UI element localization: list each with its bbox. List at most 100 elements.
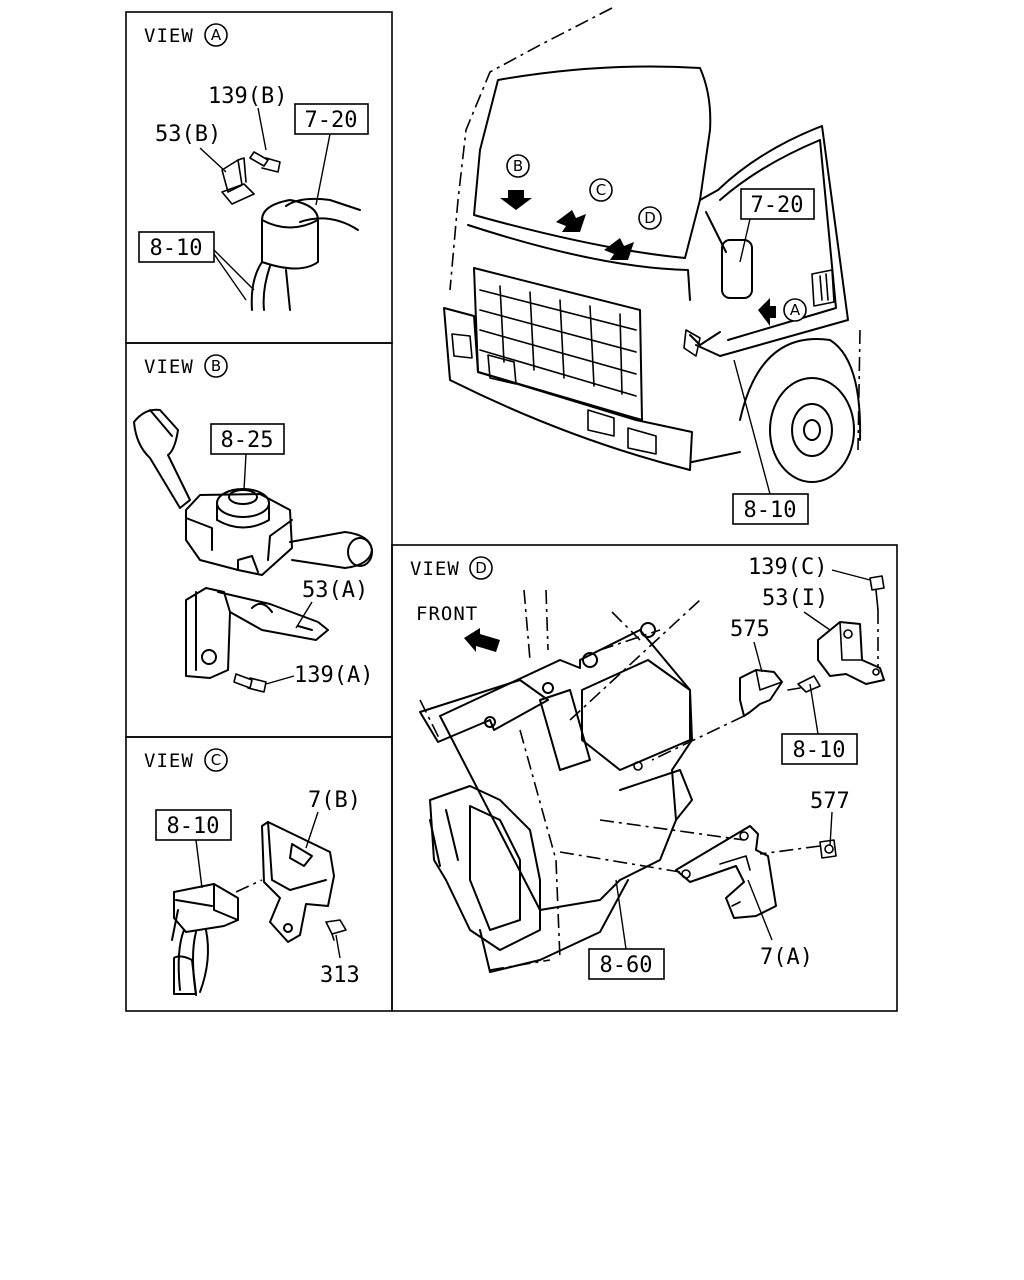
bolt-139b: [249, 151, 281, 173]
windshield: [473, 65, 712, 259]
view-a-letter-circle: [204, 23, 228, 47]
callout-139b: 139(B): [208, 84, 287, 109]
cab-outline: [449, 7, 613, 291]
leader: [213, 249, 255, 301]
emblem-icon: [811, 269, 835, 307]
leader: [733, 359, 771, 495]
body-outline: [569, 599, 701, 721]
step: [691, 451, 741, 463]
callout-8-10-c: 8-10: [167, 814, 220, 839]
front-wheel: [739, 338, 862, 483]
leader: [831, 569, 871, 581]
cab-circle-d: [638, 206, 662, 230]
callout-8-60: 8-60: [600, 953, 653, 978]
arrow-icon: [604, 238, 634, 260]
callout-box-8-10-cab: [732, 493, 809, 525]
cab-letter-d: D: [644, 209, 656, 227]
callout-7b: 7(B): [308, 788, 361, 813]
cab-letter-a: A: [790, 301, 801, 319]
callout-7a: 7(A): [760, 945, 813, 970]
view-d: VIEW D FRONT 139(C) 53(I) 575 8-10 577 8…: [410, 555, 885, 980]
clip-575: [651, 669, 821, 761]
view-c-letter: C: [211, 751, 221, 769]
cab-circle-a: [783, 298, 807, 322]
lamps: [451, 333, 657, 455]
callout-575: 575: [730, 617, 770, 642]
leader: [335, 934, 341, 959]
bracket-53a: [185, 587, 329, 679]
bolt-313: [325, 919, 347, 941]
leader: [615, 879, 627, 950]
callout-box-7-20-cab: [740, 188, 815, 220]
front-arrow-icon: [464, 628, 500, 652]
view-a-frame: [125, 11, 393, 344]
door: [695, 125, 849, 357]
callout-8-10-d: 8-10: [793, 738, 846, 763]
view-b: VIEW B 8-25 53(A) 139(A): [133, 354, 373, 693]
combination-switch: [133, 408, 373, 576]
blower-duct: [429, 785, 629, 973]
bracket-7b: [235, 821, 335, 943]
callout-box-8-60: [588, 948, 665, 980]
connector-8-10: [171, 883, 239, 996]
view-b-letter-circle: [204, 354, 228, 378]
view-c-letter-circle: [204, 748, 228, 772]
body-outline: [419, 589, 641, 971]
view-d-letter-circle: [469, 556, 493, 580]
cab-circle-c: [589, 178, 613, 202]
callout-box-8-10-d: [781, 733, 858, 765]
callout-139a: 139(A): [294, 663, 373, 688]
view-d-frame: [391, 544, 898, 1012]
callout-8-10-a: 8-10: [150, 236, 203, 261]
view-a-title: VIEW: [144, 25, 194, 47]
callout-box-8-10-a: [138, 231, 215, 263]
bracket-7a: [559, 819, 837, 919]
callout-53b: 53(B): [155, 122, 221, 147]
leader: [195, 839, 203, 889]
callout-box-7-20: [294, 103, 369, 135]
view-b-title: VIEW: [144, 356, 194, 378]
bracket-53b: [221, 157, 255, 205]
bolt-139a: [233, 673, 267, 693]
harness-a: [250, 197, 361, 311]
view-c: VIEW C 8-10 7(B) 313: [144, 748, 361, 996]
arrow-icon: [500, 190, 532, 210]
arrow-icon: [758, 298, 776, 326]
callout-box-8-10-c: [155, 809, 232, 841]
callout-8-10-cab: 8-10: [744, 498, 797, 523]
leader: [243, 453, 247, 491]
arrow-icon: [556, 210, 586, 232]
bracket-53i: [817, 575, 885, 685]
leader: [315, 133, 331, 206]
leader: [257, 107, 267, 151]
view-a-letter: A: [211, 26, 222, 44]
grille: [473, 267, 643, 421]
leader: [265, 675, 295, 685]
panel-frames: [125, 11, 898, 1012]
ecu-unit: [419, 622, 693, 911]
leader: [199, 147, 227, 173]
mirror: [683, 211, 753, 357]
cab-letter-c: C: [596, 181, 606, 199]
leader: [747, 879, 773, 941]
leader: [809, 683, 819, 735]
view-a: VIEW A 139(B) 53(B) 7-20 8-10: [138, 23, 369, 311]
callout-313: 313: [320, 963, 360, 988]
cab-letter-b: B: [513, 157, 523, 175]
view-b-letter: B: [211, 357, 221, 375]
cowl: [467, 224, 691, 301]
view-d-title: VIEW: [410, 558, 460, 580]
leader: [739, 218, 751, 263]
front-label: FRONT: [416, 603, 478, 625]
cab-circle-b: [506, 154, 530, 178]
callout-53a: 53(A): [302, 578, 368, 603]
callout-8-25: 8-25: [221, 428, 274, 453]
cab-outline: [857, 329, 861, 451]
bumper: [443, 307, 693, 471]
leader: [803, 611, 831, 631]
callout-139c: 139(C): [748, 555, 827, 580]
cab-view: B C D A 7-20 8-10: [443, 7, 862, 525]
callout-577: 577: [810, 789, 850, 814]
view-c-title: VIEW: [144, 750, 194, 772]
